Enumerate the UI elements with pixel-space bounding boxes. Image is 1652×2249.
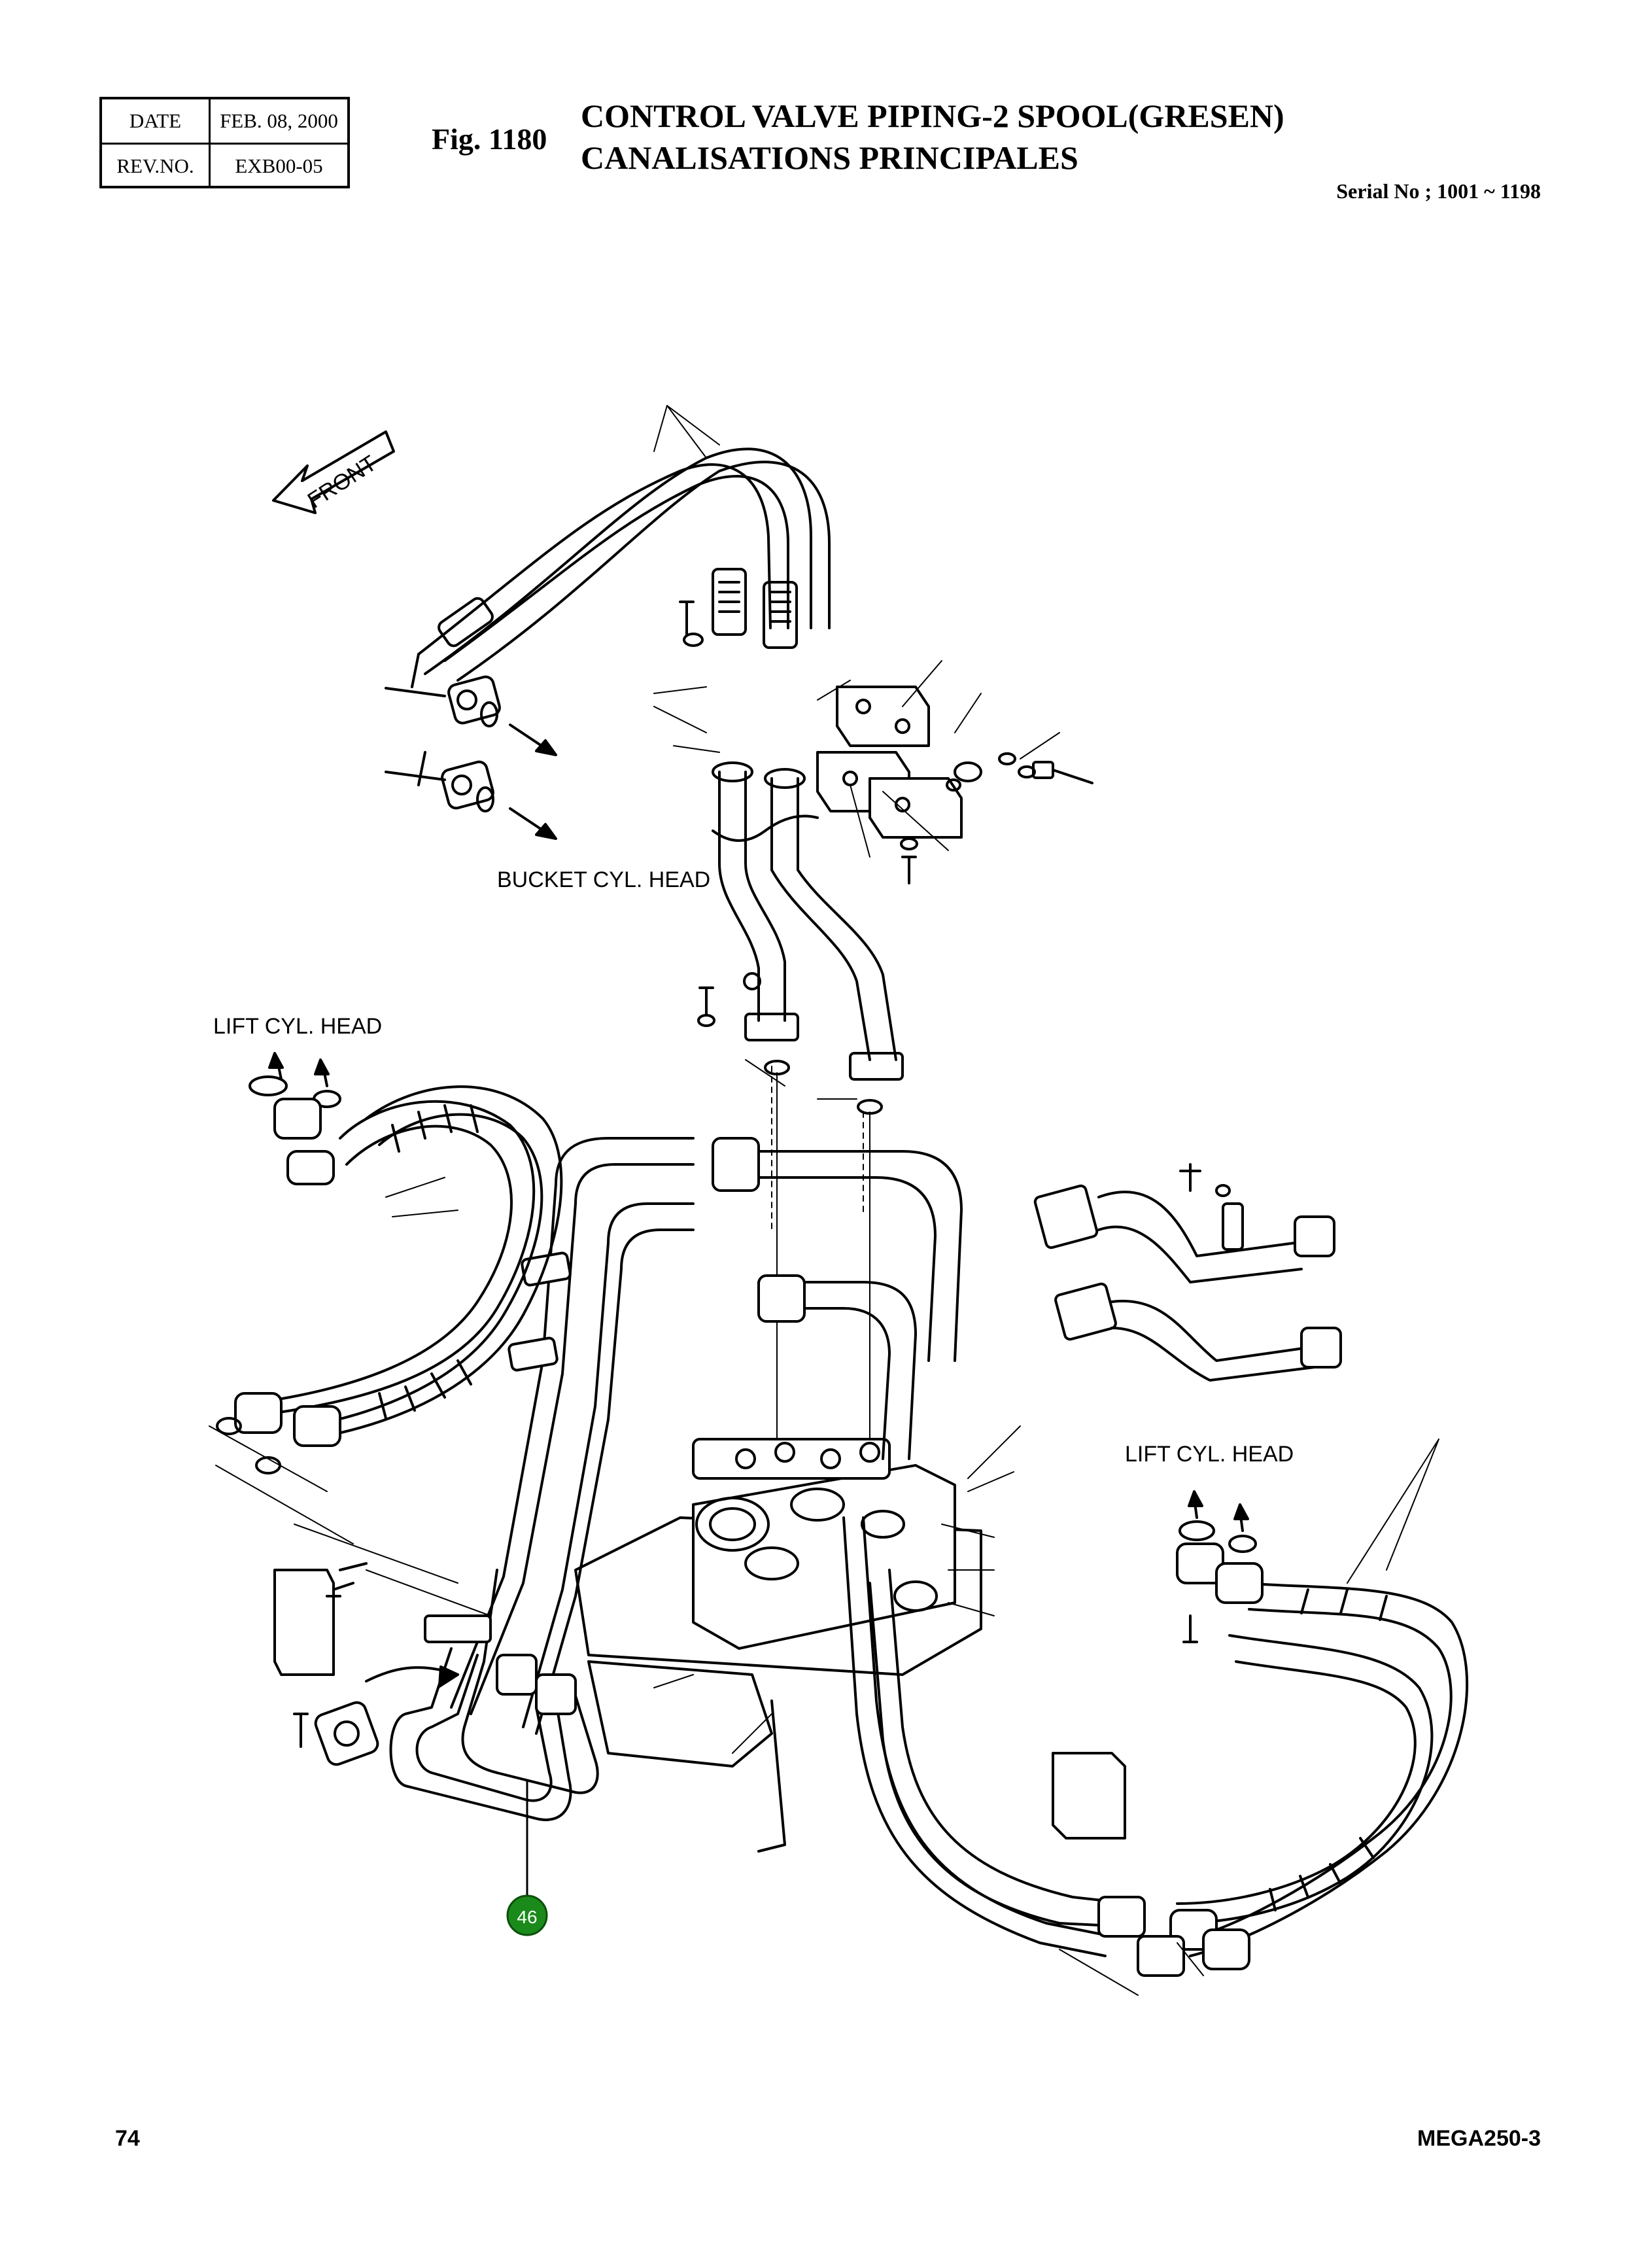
bucket-flange-fittings (385, 653, 501, 812)
callout-number: 46 (517, 1907, 537, 1927)
bucket-hose-assembly (417, 447, 831, 682)
lift-hose-right (1169, 1520, 1469, 1970)
model-name: MEGA250-3 (1417, 2126, 1541, 2151)
date-label: DATE (102, 99, 211, 143)
lift-cyl-head-label-left: LIFT CYL. HEAD (213, 1014, 382, 1039)
revision-box: DATE FEB. 08, 2000 REV.NO. EXB00-05 (99, 97, 350, 188)
lift-hose-left (216, 1075, 563, 1474)
bucket-cyl-head-label: BUCKET CYL. HEAD (497, 867, 710, 892)
lower-left-u-tubes (365, 1569, 599, 1821)
figure-title-french: CANALISATIONS PRINCIPALES (581, 139, 1078, 176)
figure-number: Fig. 1180 (432, 122, 547, 156)
lift-flow-arrows-right (1188, 1490, 1249, 1532)
lift-flow-arrows-left (268, 1052, 330, 1087)
valve-return-tubes (450, 1137, 963, 1735)
figure-title-english: CONTROL VALVE PIPING-2 SPOOL(GRESEN) (581, 97, 1284, 134)
callout-marker-46: 46 (506, 1779, 548, 1936)
left-bracket-group (273, 1562, 379, 1766)
tube-clamp-brackets (816, 686, 963, 839)
lift-cyl-head-label-right: LIFT CYL. HEAD (1125, 1442, 1294, 1467)
bucket-tube-pair (712, 761, 904, 1081)
rev-no-value: EXB00-05 (235, 154, 323, 177)
date-value: FEB. 08, 2000 (220, 109, 338, 132)
revision-date-row: DATE FEB. 08, 2000 (102, 99, 347, 143)
lower-right-long-tubes (842, 1516, 1185, 1977)
right-lift-tubes (1033, 1163, 1342, 1382)
direction-arrow-icon (509, 724, 557, 840)
callout-leader-lines (209, 405, 1439, 1996)
serial-range: Serial No ; 1001 ~ 1198 (1336, 179, 1541, 203)
control-valve-body (574, 1438, 982, 1853)
page-number: 74 (115, 2126, 140, 2151)
rev-no-label: REV.NO. (102, 145, 211, 188)
front-arrow-icon (272, 430, 395, 514)
revision-number-row: REV.NO. EXB00-05 (102, 143, 347, 188)
